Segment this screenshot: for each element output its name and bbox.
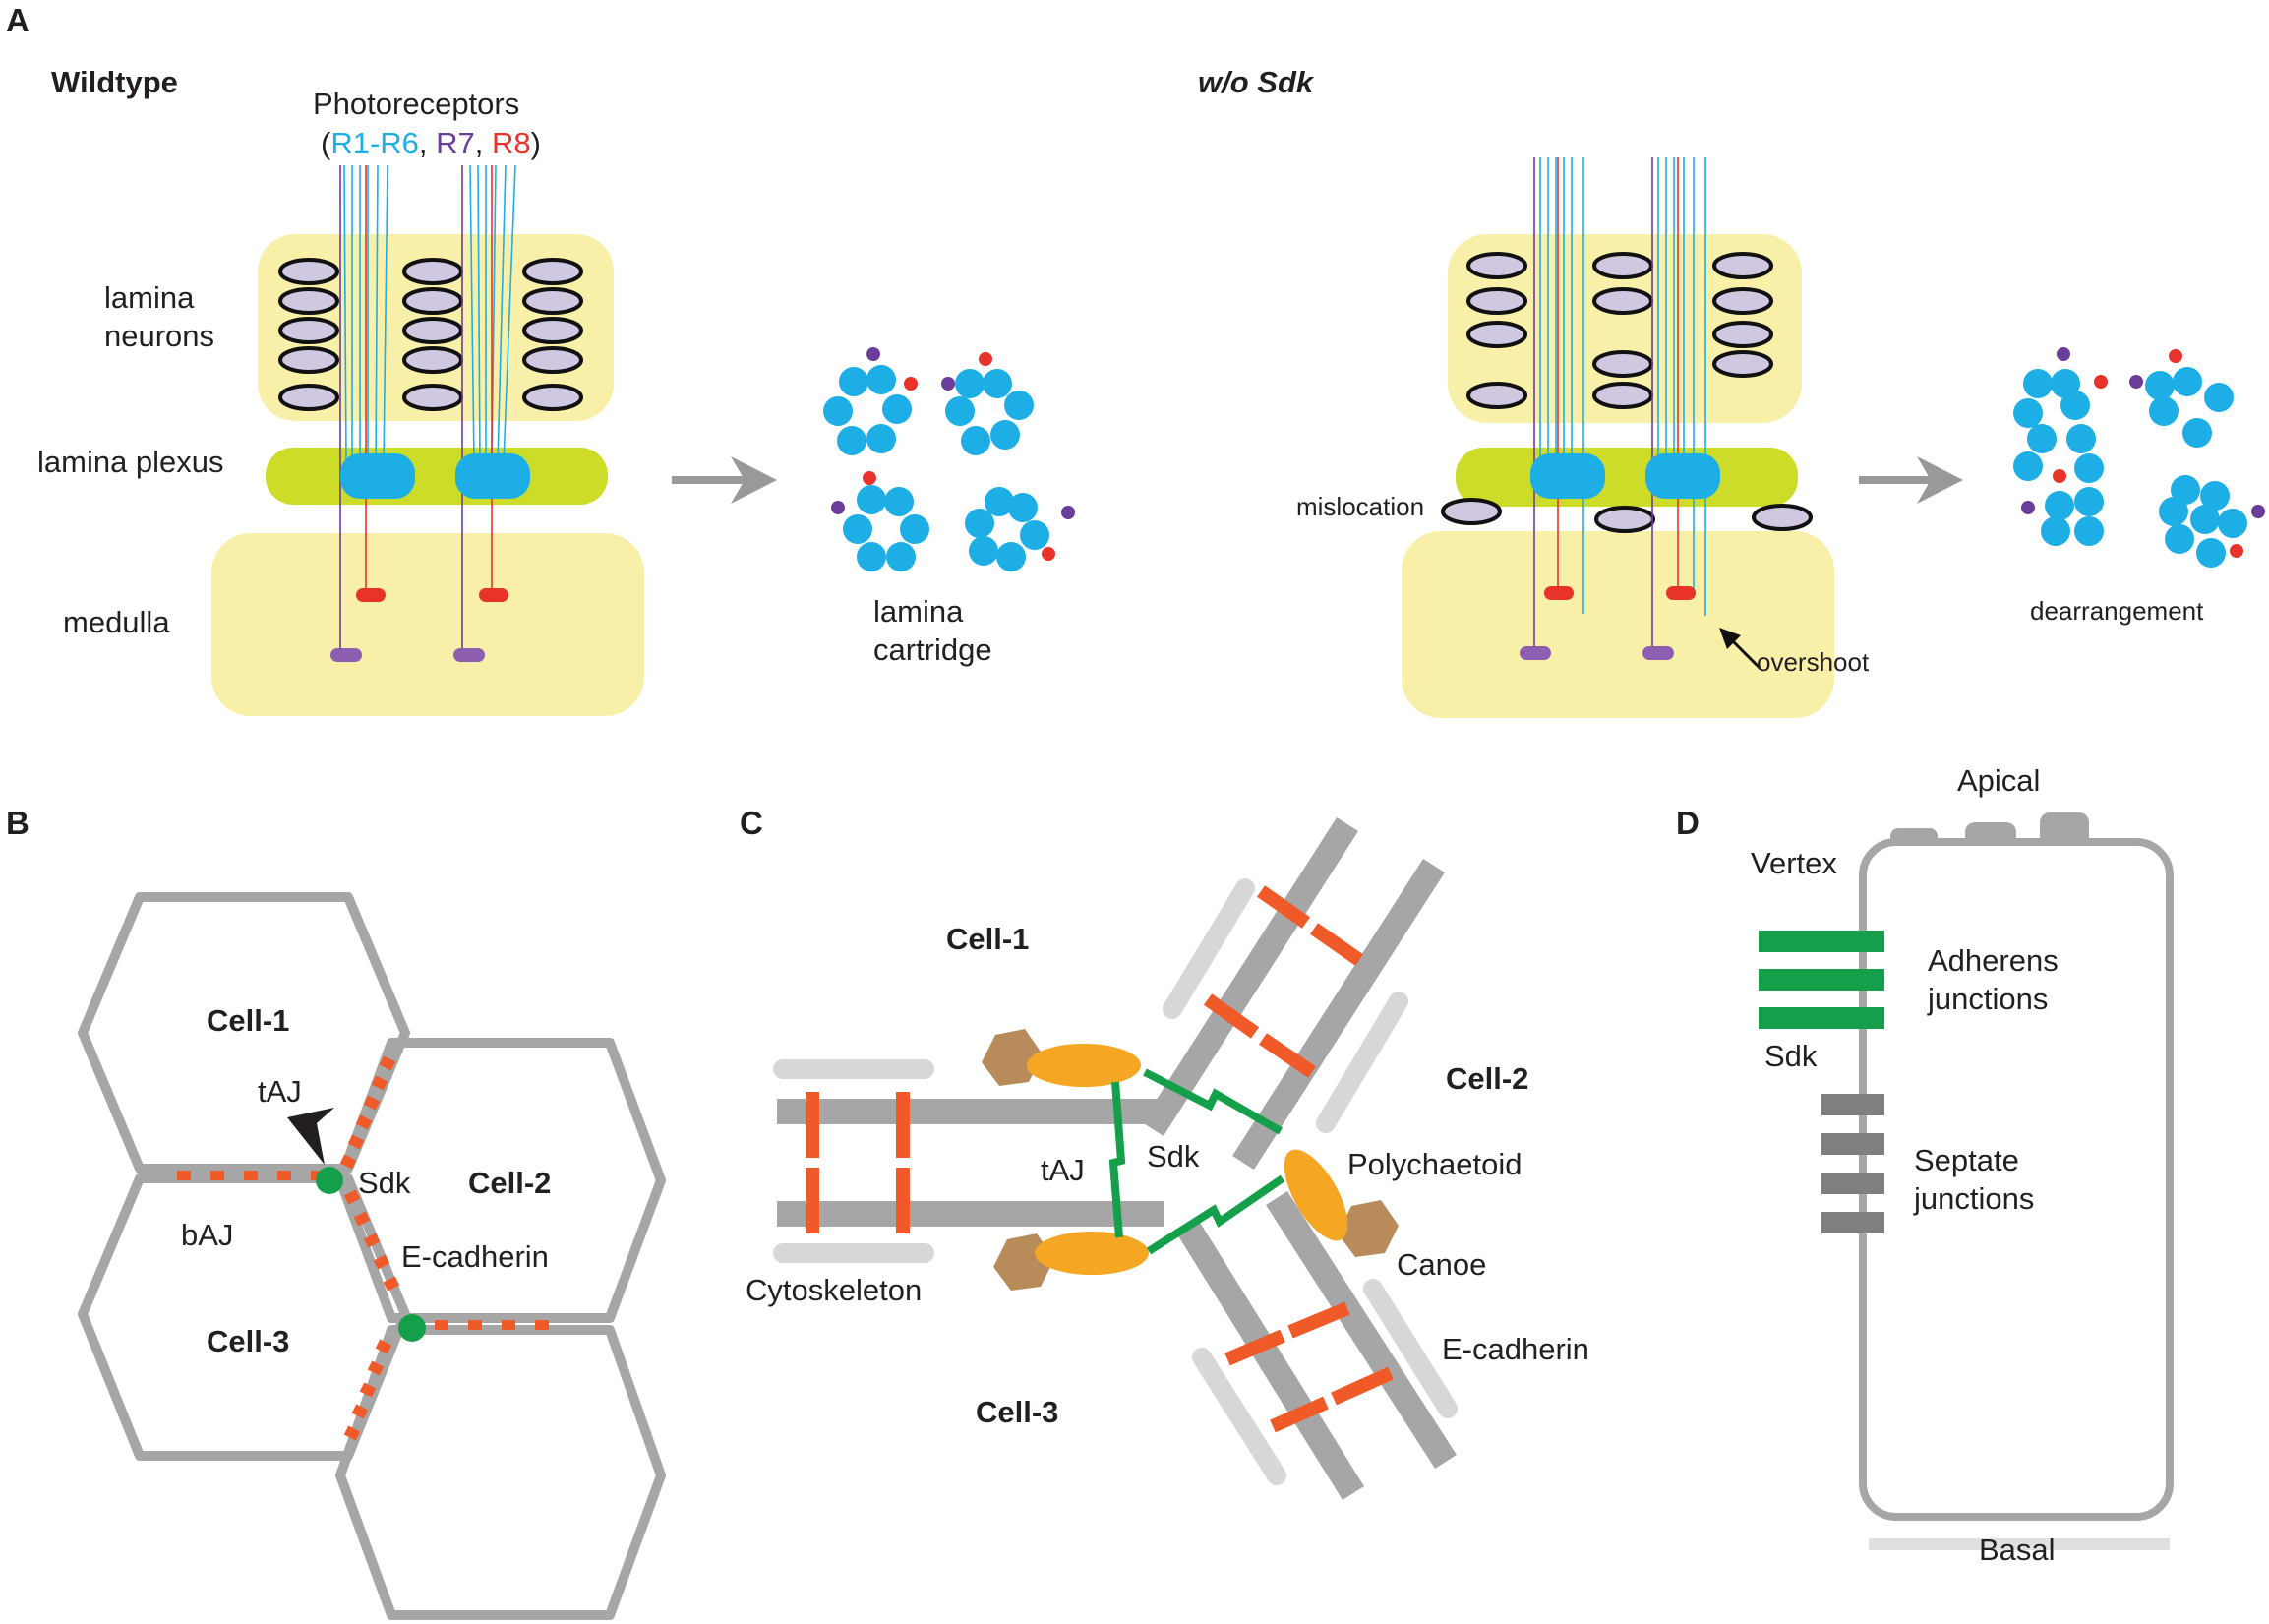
mut-cartridge-1 bbox=[1530, 453, 1605, 499]
hex-cell-4 bbox=[335, 1325, 666, 1620]
polychaetoid-icon bbox=[1035, 1232, 1149, 1275]
panel-label-a: A bbox=[6, 2, 30, 38]
b-ecadherin-marks bbox=[177, 1055, 549, 1441]
wt-medulla-region bbox=[211, 533, 644, 716]
c-taj-label: tAJ bbox=[1041, 1153, 1085, 1187]
mut-lamina-region bbox=[1448, 234, 1802, 423]
mut-lamina-neurons bbox=[1441, 252, 1813, 533]
wt-photoreceptor-axons bbox=[339, 164, 516, 654]
mut-lamina-plexus bbox=[1456, 448, 1798, 507]
wt-cartridge-cross-sections bbox=[823, 347, 1075, 571]
overshoot-label: overshoot bbox=[1757, 647, 1870, 677]
dearrangement-label: dearrangement bbox=[2030, 596, 2204, 626]
wildtype-title: Wildtype bbox=[51, 65, 178, 99]
mutant-title: w/o Sdk bbox=[1198, 65, 1315, 99]
wt-r8-terminal-2 bbox=[479, 588, 508, 602]
c-sdk-label: Sdk bbox=[1147, 1139, 1200, 1173]
c-sdk-zigzag bbox=[1108, 1068, 1285, 1255]
mislocation-label: mislocation bbox=[1296, 492, 1424, 521]
photoreceptors-label: Photoreceptors bbox=[313, 87, 519, 121]
legend-r8: R8 bbox=[492, 126, 531, 160]
panel-label-d: D bbox=[1676, 805, 1700, 841]
legend-open: ( bbox=[321, 126, 331, 160]
d-basal-surface bbox=[1869, 1538, 2170, 1550]
lamina-cartridge-label-1: lamina bbox=[873, 594, 964, 629]
d-sdk-bars bbox=[1759, 931, 1884, 1029]
c-ecadherin-bars bbox=[806, 885, 1394, 1433]
b-taj-arrowhead-icon bbox=[287, 1108, 334, 1165]
b-baj-label: bAJ bbox=[181, 1218, 233, 1252]
wt-r7-terminal-1 bbox=[330, 648, 362, 662]
medulla-label: medulla bbox=[63, 605, 170, 639]
lamina-neurons-label-1: lamina bbox=[104, 280, 195, 315]
legend-close: ) bbox=[531, 126, 541, 160]
mut-photoreceptor-axons bbox=[1533, 157, 1706, 653]
d-septate-junctions bbox=[1821, 1094, 1884, 1233]
c-cell-1-label: Cell-1 bbox=[946, 922, 1029, 956]
lamina-cartridge-label-2: cartridge bbox=[873, 632, 992, 667]
c-cytoskeleton-light bbox=[773, 878, 1458, 1485]
b-sdk-label: Sdk bbox=[358, 1166, 411, 1200]
b-ecadherin-label: E-cadherin bbox=[401, 1239, 549, 1274]
b-taj-label: tAJ bbox=[258, 1074, 302, 1109]
c-ecadherin-label: E-cadherin bbox=[1442, 1332, 1589, 1366]
wt-lamina-neurons bbox=[278, 258, 583, 411]
mut-r7-terminal-2 bbox=[1642, 646, 1674, 660]
polychaetoid-icon bbox=[1027, 1044, 1141, 1087]
d-adherens-label-1: Adherens bbox=[1928, 943, 2059, 978]
wt-cartridge-2 bbox=[455, 453, 530, 499]
b-cell-3-label: Cell-3 bbox=[207, 1324, 289, 1358]
overshoot-arrow-icon bbox=[1719, 628, 1762, 671]
photoreceptor-legend: (R1-R6, R7, R8) bbox=[321, 126, 541, 160]
mut-r7-terminal-1 bbox=[1520, 646, 1551, 660]
c-polychaetoid-icons bbox=[1027, 1044, 1348, 1275]
arrow-mutant bbox=[1859, 456, 1963, 504]
d-vertex-label: Vertex bbox=[1751, 846, 1837, 880]
b-cell-1-label: Cell-1 bbox=[207, 1003, 289, 1038]
wt-r7-terminal-2 bbox=[453, 648, 485, 662]
d-septate-label-2: junctions bbox=[1913, 1181, 2034, 1216]
mut-cartridge-2 bbox=[1645, 453, 1720, 499]
panel-label-b: B bbox=[6, 805, 30, 841]
d-sdk-label: Sdk bbox=[1764, 1039, 1818, 1073]
panel-label-c: C bbox=[740, 805, 763, 841]
legend-r1-r6: R1-R6 bbox=[330, 126, 419, 160]
b-sdk-dot-2 bbox=[398, 1314, 426, 1342]
canoe-icon bbox=[982, 1029, 1043, 1086]
c-membranes bbox=[777, 817, 1457, 1500]
c-polychaetoid-label: Polychaetoid bbox=[1347, 1147, 1523, 1181]
d-septate-label-1: Septate bbox=[1914, 1143, 2019, 1177]
lamina-plexus-label: lamina plexus bbox=[37, 445, 224, 479]
legend-sep1: , bbox=[419, 126, 436, 160]
lamina-neurons-label-2: neurons bbox=[104, 319, 214, 353]
c-canoe-label: Canoe bbox=[1397, 1247, 1486, 1282]
c-cell-2-label: Cell-2 bbox=[1446, 1061, 1528, 1096]
b-sdk-dot-1 bbox=[316, 1167, 343, 1194]
d-adherens-label-2: junctions bbox=[1927, 982, 2048, 1016]
canoe-icon bbox=[1338, 1200, 1399, 1257]
wt-r8-terminal-1 bbox=[356, 588, 386, 602]
hexagon-cells bbox=[78, 892, 666, 1620]
polychaetoid-icon bbox=[1284, 1149, 1348, 1241]
mut-medulla-region bbox=[1402, 531, 1834, 718]
b-cell-2-label: Cell-2 bbox=[468, 1166, 551, 1200]
c-canoe-icons bbox=[982, 1029, 1399, 1291]
wt-lamina-plexus bbox=[266, 448, 608, 505]
mut-r8-terminal-1 bbox=[1544, 586, 1574, 600]
mut-r8-terminal-2 bbox=[1666, 586, 1696, 600]
wt-cartridge-1 bbox=[340, 453, 415, 499]
d-apical-label: Apical bbox=[1957, 763, 2040, 798]
c-cytoskeleton-label: Cytoskeleton bbox=[746, 1273, 922, 1307]
c-cell-3-label: Cell-3 bbox=[976, 1395, 1058, 1429]
legend-r7: R7 bbox=[436, 126, 475, 160]
d-basal-label: Basal bbox=[1979, 1533, 2056, 1567]
legend-sep2: , bbox=[475, 126, 492, 160]
mut-cartridge-cross-sections bbox=[2013, 347, 2265, 568]
arrow-wildtype bbox=[672, 456, 777, 504]
